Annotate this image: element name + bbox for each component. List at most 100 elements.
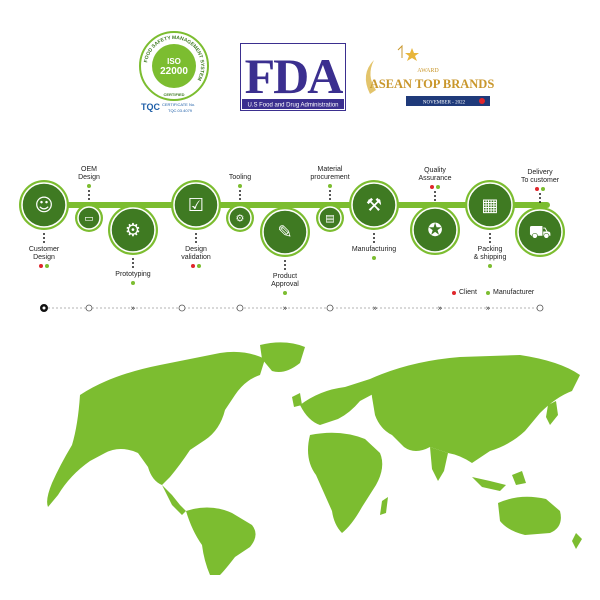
timeline-node xyxy=(326,304,334,312)
step-connector-dots xyxy=(539,193,541,205)
design-validation-icon: ☑ xyxy=(188,195,204,216)
manufacturing-icon: ⚒ xyxy=(366,195,382,216)
iso-number: 22000 xyxy=(160,66,188,77)
certificate-label: CERTIFICATE No. xyxy=(162,102,195,107)
step-connector-dots xyxy=(132,258,134,270)
step-role-dots xyxy=(39,264,49,268)
step-connector-dots xyxy=(373,233,375,245)
step-label: Packing& shipping xyxy=(473,246,507,261)
step-role-dots xyxy=(87,184,91,188)
japan-shape xyxy=(546,401,558,425)
manufacturer-role-dot xyxy=(436,185,440,189)
step-circle xyxy=(467,182,513,228)
packing-shipping-icon: ▦ xyxy=(481,195,498,216)
step-circle xyxy=(412,207,458,253)
new-zealand-shape xyxy=(572,533,582,549)
asia-shape xyxy=(370,355,580,463)
iso-label: ISO xyxy=(167,57,181,66)
step-role-dots xyxy=(488,264,492,268)
step-circle xyxy=(77,206,101,230)
legend-manufacturer-label: Manufacturer xyxy=(493,289,535,296)
certificate-number: TQC.03.4079 xyxy=(168,108,193,113)
material-procurement-icon: ▤ xyxy=(325,214,334,225)
step-circle xyxy=(318,206,342,230)
step-role-dots xyxy=(283,291,287,295)
award-date: NOVEMBER - 2022 xyxy=(423,101,466,106)
step-circle xyxy=(21,182,67,228)
step-circle xyxy=(262,209,308,255)
customer-design-icon: ☺ xyxy=(35,195,54,216)
oem-design-icon: ▭ xyxy=(84,214,93,225)
delivery-icon: ⛟ xyxy=(529,222,552,243)
client-dot-icon xyxy=(452,290,456,295)
step-role-dots xyxy=(372,256,376,260)
award-label: AWARD xyxy=(417,68,439,74)
australia-shape xyxy=(498,496,561,535)
client-role-dot xyxy=(191,264,195,268)
product-approval-icon: ✎ xyxy=(277,222,292,243)
south-america-shape xyxy=(186,507,256,575)
step-circle xyxy=(110,207,156,253)
timeline-node xyxy=(236,304,244,312)
manufacturer-role-dot xyxy=(283,291,287,295)
manufacturer-role-dot xyxy=(131,281,135,285)
north-america-shape xyxy=(47,351,265,507)
manufacturer-role-dot xyxy=(197,264,201,268)
uk-shape xyxy=(292,393,302,407)
manufacturer-role-dot xyxy=(541,187,545,191)
timeline-end-node xyxy=(536,304,544,312)
timeline-arrow-icon: » xyxy=(373,304,378,313)
manufacturer-role-dot xyxy=(45,264,49,268)
iso-certified-text: CERTIFIED xyxy=(163,92,184,97)
iso-22000-logo: FOOD SAFETY MANAGEMENT SYSTEM ISO 22000 … xyxy=(138,30,210,114)
step-label: Manufacturing xyxy=(351,246,397,253)
timeline-arrow-icon: » xyxy=(486,304,491,313)
step-role-dots xyxy=(328,184,332,188)
fda-logo-text: FDA xyxy=(245,48,344,104)
step-connector-dots xyxy=(195,233,197,245)
client-role-dot xyxy=(430,185,434,189)
fda-logo: FDA U.S Food and Drug Administration xyxy=(240,43,346,111)
legend-client: Client xyxy=(452,289,477,296)
step-connector-dots xyxy=(434,191,436,203)
manufacturer-role-dot xyxy=(488,264,492,268)
timeline-arrow-icon: » xyxy=(438,304,443,313)
step-role-dots xyxy=(238,184,242,188)
manufacturer-role-dot xyxy=(87,184,91,188)
indonesia-shape xyxy=(472,477,506,491)
step-circle xyxy=(351,182,397,228)
timeline: » » » » » xyxy=(40,304,544,313)
world-map xyxy=(20,335,590,575)
step-circle xyxy=(173,182,219,228)
step-circle xyxy=(517,209,563,255)
europe-shape xyxy=(300,379,378,425)
step-role-dots xyxy=(430,185,440,189)
manufacturer-dot-icon xyxy=(486,290,490,295)
quality-assurance-icon: ✪ xyxy=(427,220,442,241)
process-connector-bars: ☺▭⚙☑⚙✎▤⚒✪▦⛟ xyxy=(19,180,565,257)
step-role-dots xyxy=(191,264,201,268)
africa-shape xyxy=(308,432,383,533)
timeline-node xyxy=(178,304,186,312)
fda-caption: U.S Food and Drug Administration xyxy=(247,103,338,109)
manufacturer-role-dot xyxy=(328,184,332,188)
prototyping-icon: ⚙ xyxy=(125,220,141,241)
step-label: Prototyping xyxy=(115,271,151,278)
greenland-shape xyxy=(260,342,305,372)
tqc-brand: TQC xyxy=(141,102,160,112)
client-role-dot xyxy=(39,264,43,268)
timeline-node xyxy=(85,304,93,312)
step-connector-dots xyxy=(88,190,90,202)
timeline-arrow-icon: » xyxy=(131,304,136,313)
central-america-shape xyxy=(162,485,186,515)
award-title: ASEAN TOP BRANDS xyxy=(370,77,495,91)
step-connector-dots xyxy=(489,233,491,245)
legend-manufacturer: Manufacturer xyxy=(486,289,534,296)
